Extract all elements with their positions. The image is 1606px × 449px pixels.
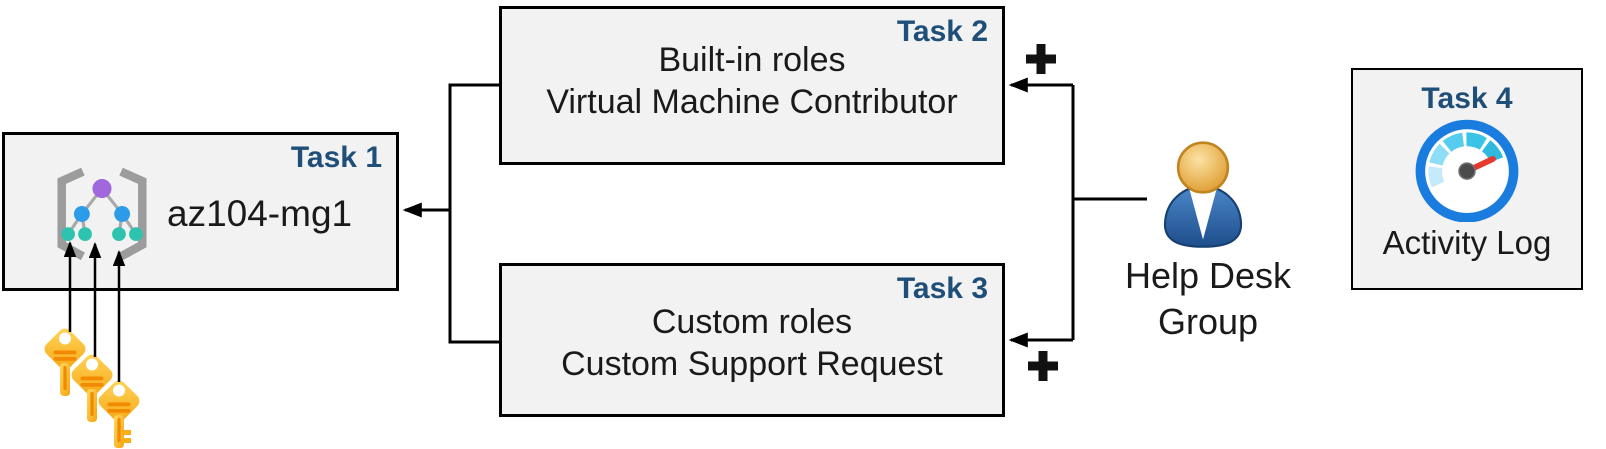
person-head — [1176, 141, 1230, 194]
task2-line1: Built-in roles — [658, 41, 846, 79]
task1-box: Task 1 az104-mg1 — [2, 132, 399, 291]
activity-log-gauge-icon — [1415, 119, 1519, 222]
tree-leaf-node — [112, 227, 126, 242]
task2-box: Task 2 Built-in roles Virtual Machine Co… — [499, 6, 1005, 165]
tree-mid-node — [114, 206, 131, 222]
tree-leaf-node — [129, 227, 143, 242]
gauge-segments — [1428, 132, 1504, 188]
user-person-icon — [1163, 141, 1243, 248]
help-desk-group-label-line2: Group — [1157, 301, 1259, 342]
person-collar — [1189, 188, 1217, 240]
task3-line1: Custom roles — [651, 303, 853, 341]
connector-roles-bracket — [448, 83, 500, 344]
task2-line2: Virtual Machine Contributor — [546, 83, 958, 121]
task3-box: Task 3 Custom roles Custom Support Reque… — [499, 263, 1005, 417]
help-desk-group-label-line1: Help Desk — [1124, 255, 1292, 296]
tree-mid-node — [73, 206, 90, 222]
task4-badge: Task 4 — [1421, 82, 1513, 115]
task3-badge: Task 3 — [896, 272, 988, 305]
tree-leaf-node — [78, 227, 92, 242]
task4-caption: Activity Log — [1382, 224, 1552, 261]
gauge-hub — [1458, 162, 1476, 180]
task1-badge: Task 1 — [290, 141, 382, 174]
tree-leaf-node — [61, 227, 75, 242]
key-3 — [95, 377, 143, 448]
access-keys-icon — [41, 325, 143, 448]
tree-root-node — [92, 179, 112, 199]
task4-box: Task 4 Activity Log — [1351, 68, 1583, 290]
bracket-right — [119, 167, 147, 261]
management-group-icon — [57, 167, 147, 261]
plus-icon — [1028, 351, 1058, 381]
management-group-name: az104-mg1 — [167, 193, 353, 234]
task2-badge: Task 2 — [896, 15, 988, 48]
plus-icon — [1026, 44, 1056, 74]
task3-line2: Custom Support Request — [561, 345, 943, 383]
